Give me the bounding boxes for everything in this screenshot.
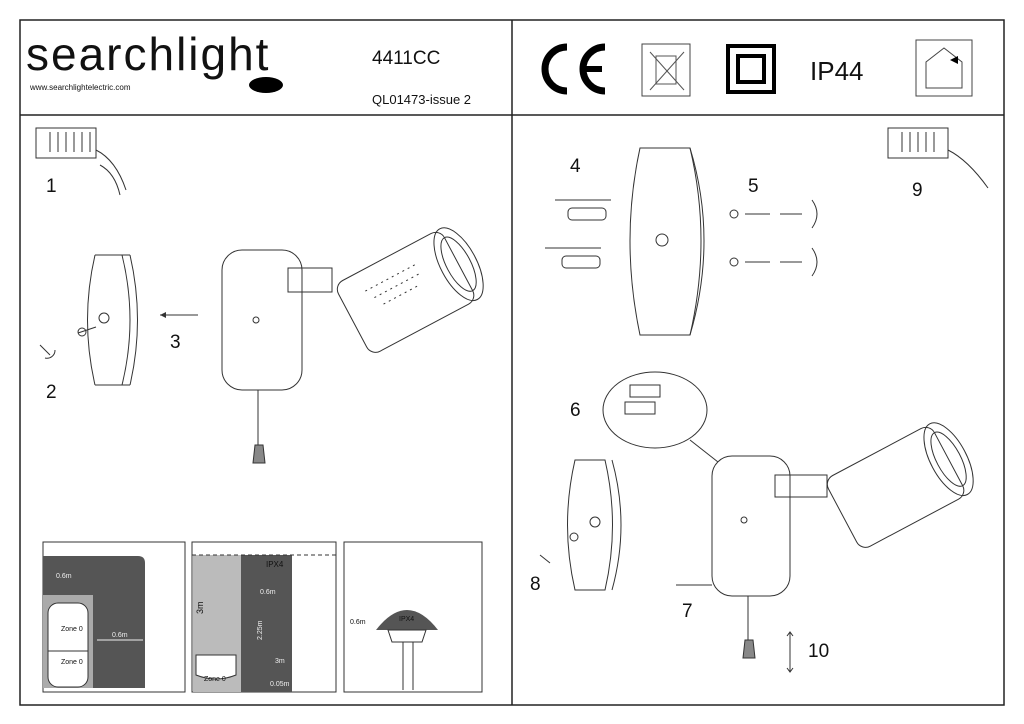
- ip-rating: IP44: [810, 56, 864, 86]
- document-code: QL01473-issue 2: [372, 92, 471, 107]
- shower-radius: 0.6m: [350, 619, 366, 626]
- assembled-fitting-drawing: [539, 422, 974, 673]
- dist-side: 0.6m: [112, 632, 128, 639]
- wall-bracket-drawing: [39, 254, 138, 386]
- zone-a: Zone 0: [61, 626, 83, 633]
- shower-ipx4: IPX4: [399, 616, 414, 623]
- terminal-block-hand-icon-9: [887, 127, 989, 189]
- step-9-label: 9: [912, 180, 923, 201]
- model-number: 4411CC: [372, 48, 440, 69]
- step-10-label: 10: [808, 641, 829, 662]
- connector-detail-callout: [602, 371, 719, 463]
- step-6-label: 6: [570, 400, 581, 421]
- step-4-label: 4: [570, 156, 581, 177]
- weee-bin-icon: [641, 43, 691, 97]
- logo-shadow: [249, 77, 283, 93]
- floor-label: 0.05m: [270, 681, 290, 688]
- spotlight-fitting-drawing: [221, 227, 484, 464]
- zone-diagram-shower-view: IPX4 0.6m: [343, 541, 483, 693]
- terminal-block-hand-icon: [35, 127, 127, 196]
- height-3m: 3m: [195, 601, 205, 614]
- zone-b: Zone 0: [61, 659, 83, 666]
- zone-diagram-side-view: IPX4 3m 0.6m 2.25m 3m 0.05m Zone 0: [191, 541, 337, 693]
- ipx4-label: IPX4: [266, 560, 284, 569]
- ce-mark-icon: [541, 43, 606, 95]
- dist-3m: 3m: [275, 658, 285, 665]
- step-1-label: 1: [46, 176, 57, 197]
- width-label: 0.6m: [260, 589, 276, 596]
- step-3-label: 3: [170, 332, 181, 353]
- wall-plugs-screws-drawing: [545, 147, 818, 336]
- dist-top: 0.6m: [56, 573, 72, 580]
- brand-logo: searchlight: [26, 28, 270, 80]
- website-link[interactable]: www.searchlightelectric.com: [29, 83, 131, 92]
- arrow-head: [160, 312, 166, 318]
- step-8-label: 8: [530, 574, 541, 595]
- step-2-label: 2: [46, 382, 57, 403]
- indoor-use-icon: [915, 39, 973, 97]
- height-225: 2.25m: [257, 620, 264, 640]
- step-7-label: 7: [682, 601, 693, 622]
- class-ii-double-insulation-icon: [726, 44, 776, 94]
- zone-diagram-top-view: 0.6m Zone 0 Zone 0 0.6m: [42, 541, 186, 693]
- step-5-label: 5: [748, 176, 759, 197]
- zone-label: Zone 0: [204, 676, 226, 683]
